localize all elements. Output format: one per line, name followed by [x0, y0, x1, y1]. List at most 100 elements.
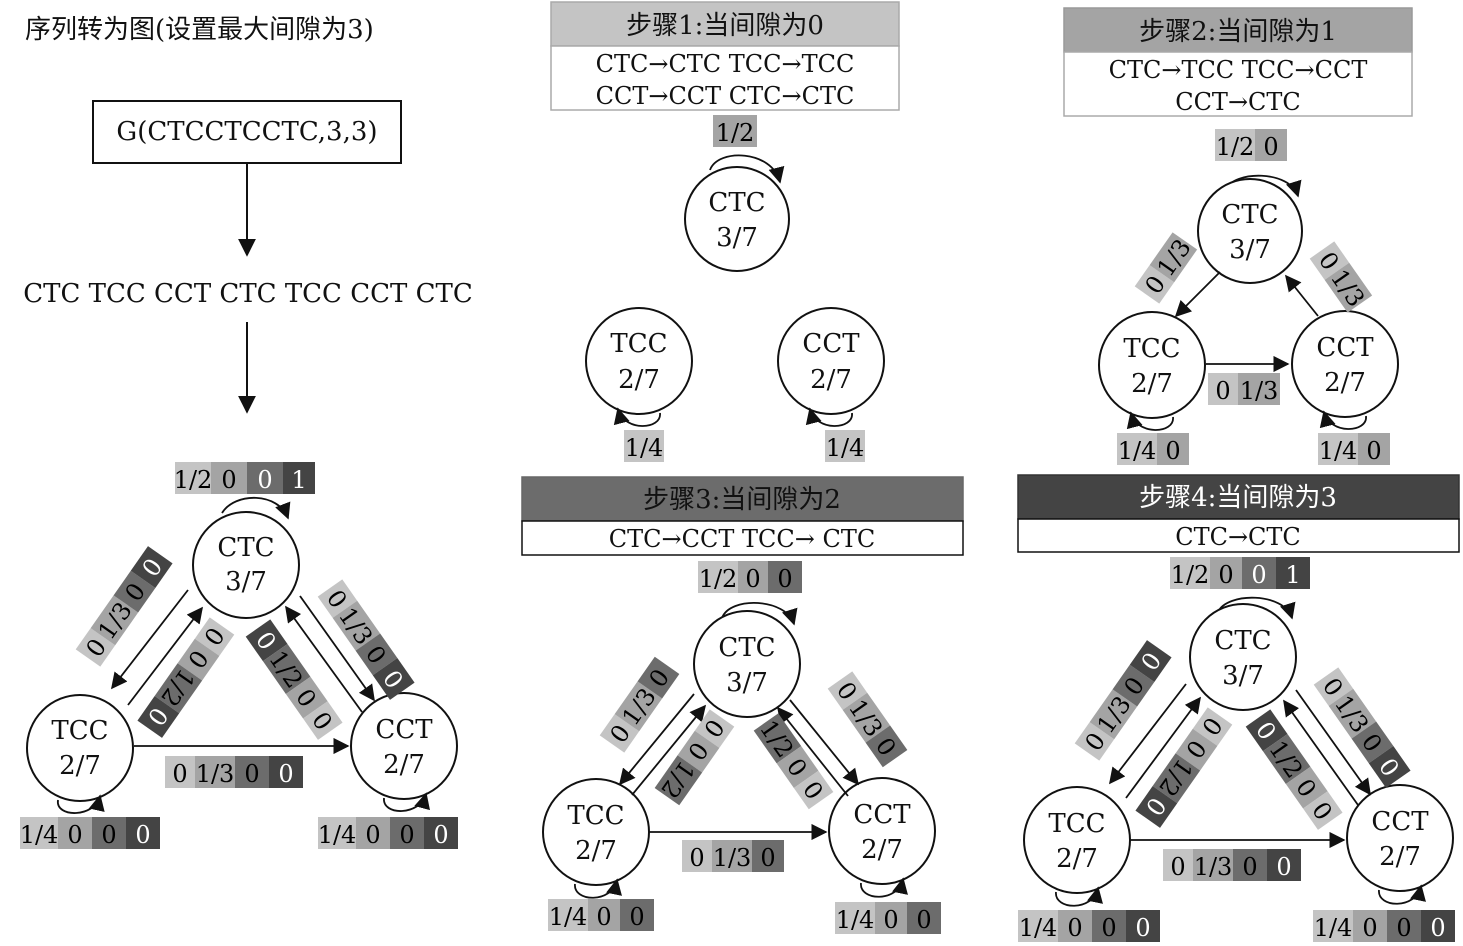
cell-label: 1/2	[174, 466, 213, 494]
cell-label: 1/2	[1216, 133, 1255, 161]
step1-title: 步骤1:当间隙为0	[626, 11, 824, 41]
self-loop	[1378, 884, 1426, 905]
node-frac: 3/7	[1229, 235, 1271, 265]
node-cct	[777, 307, 885, 415]
node-tcc	[1098, 311, 1206, 419]
edge-ctc-tcc	[111, 589, 189, 690]
edge-label-strip: 0 1/2 0 0	[245, 619, 343, 740]
edge-cct-ctc	[1284, 274, 1319, 317]
edge-cct-ctc	[1283, 699, 1359, 806]
self-loop	[1055, 886, 1103, 907]
cell-label: 0	[777, 565, 792, 593]
cell	[211, 462, 247, 494]
cell-label: 0	[1251, 561, 1266, 589]
self-loop	[1319, 410, 1367, 430]
node-name: TCC	[1123, 334, 1180, 364]
cell-label: 0	[1215, 377, 1230, 405]
edge-label-strip: 0 0 1/2	[654, 709, 735, 806]
node-cct	[1346, 784, 1454, 892]
node-frac: 2/7	[575, 836, 617, 866]
step2-header	[1063, 7, 1413, 53]
step3-body	[521, 520, 964, 556]
node-cct	[828, 777, 936, 885]
node-frac: 2/7	[1131, 369, 1173, 399]
edge-label-strip: 0 1/3 0	[599, 656, 680, 753]
node-frac: 3/7	[1222, 661, 1264, 691]
node-frac: 2/7	[1324, 368, 1366, 398]
self-loop	[709, 154, 785, 184]
cell	[713, 115, 757, 147]
edge-cct-ctc	[776, 706, 849, 797]
cell-label: 0	[221, 466, 236, 494]
edge-ctc-cct	[299, 595, 375, 702]
cell-label: 1/4	[20, 821, 59, 849]
edge-ctc-cct	[1295, 689, 1371, 796]
node-frac: 3/7	[726, 668, 768, 698]
edge-ctc-tcc	[1174, 271, 1221, 318]
edge-label-strip: 0 1/2 0 0	[1245, 709, 1343, 830]
node-frac: 3/7	[225, 567, 267, 597]
cell-label: 0	[1276, 853, 1291, 881]
step4-line1: CTC→CTC	[1175, 523, 1301, 551]
step1: 步骤1:当间隙为0 CTC→CTC TCC→TCC CCT→CCT CTC→CT…	[550, 1, 900, 462]
edge-label-strip: 0 1/3	[1134, 232, 1198, 304]
step4-body	[1017, 518, 1460, 553]
self-loop	[805, 407, 853, 427]
cell-label: 1/4	[836, 906, 875, 934]
self-loop	[221, 496, 291, 520]
edge-label-strip: 0 1/3 0 0	[75, 546, 173, 667]
node-frac: 2/7	[618, 365, 660, 395]
node-tcc	[585, 307, 693, 415]
edge-cct-ctc	[285, 605, 363, 713]
cell-label: 1/4	[826, 434, 865, 462]
node-ctc	[693, 610, 801, 718]
cell-label: 0	[1135, 914, 1150, 942]
cell-label: 0	[1165, 437, 1180, 465]
edge-label-strip: 0 1/3	[1309, 241, 1373, 313]
cell-label: 0	[760, 844, 775, 872]
node-frac: 3/7	[716, 223, 758, 253]
step3-title: 步骤3:当间隙为2	[643, 485, 841, 515]
step3-header	[521, 476, 964, 522]
cell-label: 1/4	[1118, 437, 1157, 465]
self-loop	[860, 877, 908, 898]
node-name: CCT	[1371, 807, 1429, 837]
node-frac: 2/7	[861, 835, 903, 865]
cell-label: 0	[1362, 914, 1377, 942]
node-name: CCT	[853, 800, 911, 830]
cell-label: 1/3	[1194, 853, 1233, 881]
step2-line1: CTC→TCC TCC→CCT	[1109, 56, 1368, 84]
edge-label-strip: 0 1/3 0 0	[1313, 667, 1411, 788]
step1-line2: CCT→CCT CTC→CTC	[596, 82, 855, 110]
cell-label: 1/4	[625, 434, 664, 462]
cell-label: 0	[1067, 914, 1082, 942]
gbox-frame	[92, 100, 402, 164]
sequence-text: CTC TCC CCT CTC TCC CCT CTC	[23, 279, 473, 309]
node-name: CCT	[1316, 333, 1374, 363]
cell-label: 0	[399, 821, 414, 849]
gbox-text: G(CTCCTCCTC,3,3)	[116, 117, 377, 147]
cell-label: 0	[135, 821, 150, 849]
step4-title: 步骤4:当间隙为3	[1139, 483, 1337, 513]
cell-label: 1/4	[1314, 914, 1353, 942]
step2: 步骤2:当间隙为1 CTC→TCC TCC→CCT CCT→CTC 1/2 0 …	[1063, 7, 1413, 465]
node-name: CCT	[375, 715, 433, 745]
cell-label: 1/2	[716, 119, 755, 147]
self-loop	[1126, 411, 1174, 431]
cell-label: 0	[1396, 914, 1411, 942]
edge-ctc-tcc	[1109, 683, 1187, 785]
edge-ctc-cct	[789, 699, 860, 786]
node-frac: 2/7	[1379, 842, 1421, 872]
node-frac: 2/7	[383, 750, 425, 780]
edge-tcc-ctc	[631, 704, 707, 796]
cell-label: 0	[172, 760, 187, 788]
step1-header	[550, 1, 900, 47]
node-name: CTC	[1221, 200, 1278, 230]
node-ctc	[1197, 178, 1303, 284]
step3: 步骤3:当间隙为2 CTC→CCT TCC→ CTC 1/2 0 0 CTC 3…	[521, 476, 964, 934]
node-tcc	[26, 694, 134, 802]
self-loop	[613, 407, 661, 427]
cell	[247, 462, 283, 494]
cell-label: 1/4	[1019, 914, 1058, 942]
